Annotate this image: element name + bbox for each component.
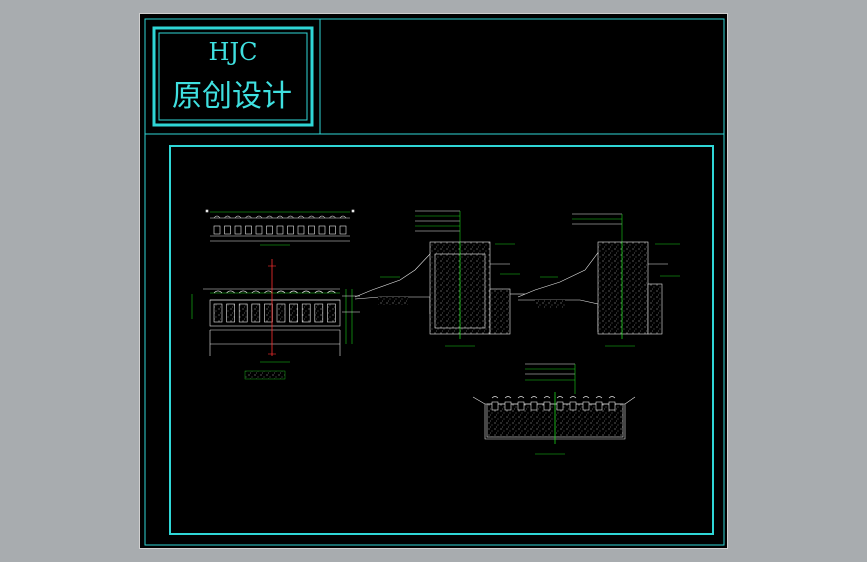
plan-bump	[224, 215, 231, 219]
trench-bump	[491, 396, 499, 399]
plan-bump	[308, 215, 315, 219]
trench-bump	[569, 396, 577, 399]
trench-bump	[595, 396, 603, 399]
plan-bump	[297, 215, 305, 219]
elevation-box	[276, 303, 286, 323]
trench-bump	[543, 396, 551, 399]
title-block: HJC 原创设计	[152, 26, 314, 127]
plan-bump	[339, 215, 347, 219]
plan-cell	[287, 225, 294, 235]
elevation-box	[251, 303, 261, 323]
elevation-bump	[314, 290, 324, 294]
detail-plan-strip	[205, 209, 355, 246]
cad-drawing: HJC 原创设计	[144, 18, 725, 546]
elevation-bump	[238, 290, 248, 294]
drawing-sheet: HJC 原创设计	[139, 13, 728, 549]
elevation-box	[264, 303, 273, 323]
elevation-box	[289, 303, 298, 323]
plan-cell	[308, 225, 315, 235]
detail-elevation	[191, 259, 360, 380]
elevation-bump	[251, 290, 261, 294]
plan-cell	[297, 225, 305, 235]
elevation-bump	[276, 290, 286, 294]
trench-tooth	[608, 401, 616, 411]
elevation-box	[301, 303, 311, 323]
plan-cell	[266, 225, 273, 235]
elevation-box	[238, 303, 248, 323]
plan-bump	[255, 215, 263, 219]
plan-bump	[287, 215, 294, 219]
plan-cell	[224, 225, 231, 235]
sheet-frame	[144, 18, 725, 546]
elevation-bump	[301, 290, 311, 294]
plan-cell	[276, 225, 284, 235]
detail-section-b	[517, 213, 680, 347]
detail-trench-section	[472, 363, 636, 455]
detail-section-a	[354, 210, 525, 347]
trench-bump	[504, 396, 512, 399]
plan-bump	[276, 215, 284, 219]
plan-bump	[329, 215, 336, 219]
title-original-design: 原创设计	[172, 79, 292, 114]
elevation-box	[213, 303, 223, 323]
trench-bump	[582, 396, 590, 399]
elevation-box	[314, 303, 324, 323]
trench-bump	[517, 396, 525, 399]
plan-bump	[245, 215, 252, 219]
elevation-box	[226, 303, 235, 323]
plan-bump	[318, 215, 326, 219]
plan-bump	[213, 215, 221, 219]
plan-cell	[234, 225, 242, 235]
trench-bump	[608, 396, 616, 399]
trench-tooth	[504, 401, 512, 411]
plan-cell	[245, 225, 252, 235]
plan-bump	[234, 215, 242, 219]
trench-tooth	[517, 401, 525, 411]
plan-cell	[329, 225, 336, 235]
elevation-bump	[213, 290, 223, 294]
trench-bump	[530, 396, 538, 399]
plan-cell	[255, 225, 263, 235]
title-hjc: HJC	[209, 38, 258, 66]
plan-cell	[213, 225, 221, 235]
trench-tooth	[530, 401, 538, 411]
elevation-bump	[289, 290, 298, 294]
elevation-bump	[226, 290, 235, 294]
elevation-bump	[327, 290, 336, 294]
plan-cell	[339, 225, 347, 235]
elevation-box	[327, 303, 336, 323]
trench-tooth	[556, 401, 564, 411]
trench-tooth	[491, 401, 499, 411]
trench-tooth	[582, 401, 590, 411]
plan-bump	[266, 215, 273, 219]
plan-cell	[318, 225, 326, 235]
trench-tooth	[569, 401, 577, 411]
trench-bump	[556, 396, 564, 399]
trench-tooth	[595, 401, 603, 411]
trench-tooth	[543, 401, 551, 411]
